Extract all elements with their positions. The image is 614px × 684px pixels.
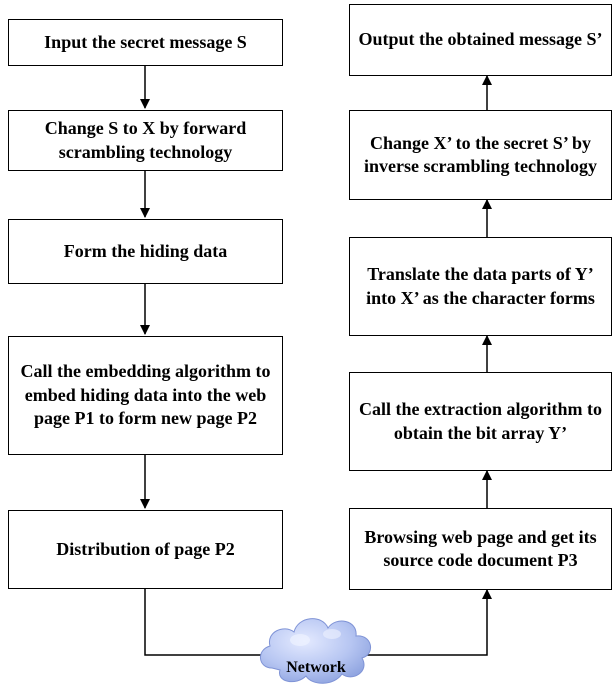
box-input-secret: Input the secret message S bbox=[8, 19, 283, 66]
box-extraction-algorithm: Call the extraction algorithm to obtain … bbox=[349, 372, 612, 471]
box-embedding-algorithm: Call the embedding algorithm to embed hi… bbox=[8, 336, 283, 455]
box-translate-data: Translate the data parts of Y’ into X’ a… bbox=[349, 237, 612, 336]
connector-network-to-right bbox=[360, 589, 492, 656]
box-browse-source: Browsing web page and get its source cod… bbox=[349, 508, 612, 590]
box-distribution: Distribution of page P2 bbox=[8, 510, 283, 589]
network-label: Network bbox=[286, 659, 346, 676]
cloud-icon bbox=[260, 618, 371, 684]
box-forward-scrambling: Change S to X by forward scrambling tech… bbox=[8, 110, 283, 171]
connector-left-to-network bbox=[144, 589, 270, 656]
box-form-hiding-data: Form the hiding data bbox=[8, 219, 283, 284]
box-output-message: Output the obtained message S’ bbox=[349, 4, 612, 76]
box-inverse-scrambling: Change X’ to the secret S’ by inverse sc… bbox=[349, 110, 612, 200]
